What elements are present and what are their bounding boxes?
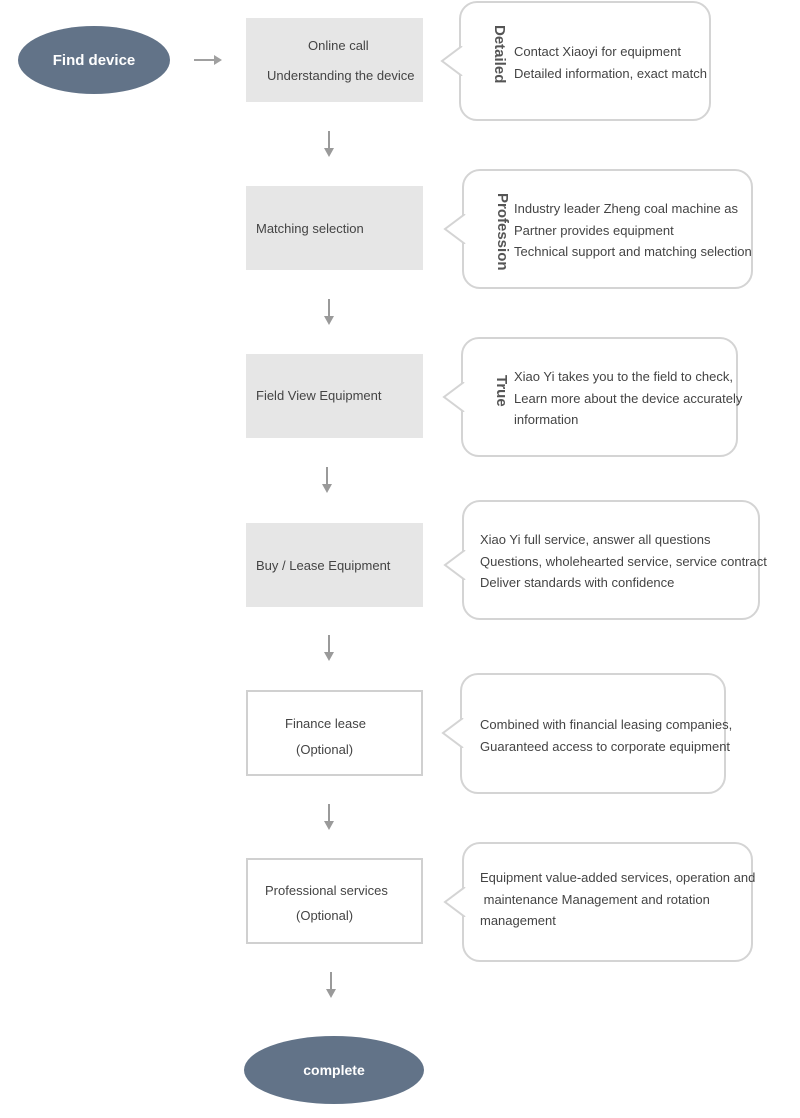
arrow-down-icon — [326, 972, 336, 998]
callout-line: maintenance Management and rotation — [480, 891, 710, 907]
callout-line: Questions, wholehearted service, service… — [480, 553, 767, 569]
callout-detailed: Detailed Contact Xiaoyi for equipment De… — [459, 1, 711, 121]
callout-pointer — [443, 887, 466, 917]
step-line: Understanding the device — [267, 68, 415, 83]
start-node: Find device — [18, 26, 170, 94]
callout-line: Partner provides equipment — [514, 222, 674, 238]
step-buy-lease: Buy / Lease Equipment — [246, 523, 423, 607]
callout-line: management — [480, 913, 556, 928]
end-label: complete — [303, 1062, 365, 1078]
step-finance-lease: Finance lease (Optional) — [246, 690, 423, 776]
step-line: Matching selection — [256, 221, 364, 236]
callout-line: Deliver standards with confidence — [480, 575, 675, 590]
end-node: complete — [244, 1036, 424, 1104]
callout-pointer — [441, 718, 464, 748]
callout-text: Xiao Yi takes you to the field to check,… — [514, 366, 742, 431]
callout-line: Xiao Yi full service, answer all questio… — [480, 532, 711, 547]
callout-text: Combined with financial leasing companie… — [480, 714, 732, 757]
callout-line: Industry leader Zheng coal machine as — [514, 201, 739, 216]
callout-line: Learn more about the device accurately — [514, 390, 743, 406]
callout-text: Contact Xiaoyi for equipment Detailed in… — [514, 41, 707, 84]
callout-pointer — [440, 46, 463, 76]
arrow-down-icon — [324, 635, 334, 661]
step-line: Online call — [308, 38, 369, 53]
arrow-right-icon — [194, 55, 222, 65]
callout-finance: Combined with financial leasing companie… — [460, 673, 732, 794]
arrow-down-icon — [324, 804, 334, 830]
step-line: Buy / Lease Equipment — [256, 558, 391, 573]
arrow-down-icon — [324, 131, 334, 157]
callout-line: Contact Xiaoyi for equipment — [514, 44, 681, 59]
step-professional-services: Professional services (Optional) — [246, 858, 423, 944]
step-line: Professional services — [265, 883, 388, 898]
step-line: Field View Equipment — [256, 388, 382, 403]
callout-line: Technical support and matching selection — [514, 244, 752, 259]
callout-line: Equipment value-added services, operatio… — [480, 870, 756, 885]
callout-line: information — [514, 412, 579, 427]
callout-pointer — [442, 382, 465, 412]
callout-tag: Detailed — [491, 25, 508, 84]
callout-line: Xiao Yi takes you to the field to check, — [514, 369, 733, 384]
step-matching-selection: Matching selection — [246, 186, 423, 270]
arrow-down-icon — [324, 299, 334, 325]
callout-pointer — [443, 550, 466, 580]
callout-line: Detailed information, exact match — [514, 65, 707, 81]
callout-true: True Xiao Yi takes you to the field to c… — [461, 337, 742, 457]
callout-professional: Equipment value-added services, operatio… — [462, 842, 755, 962]
step-line: Finance lease — [285, 716, 366, 731]
step-line: (Optional) — [296, 742, 354, 757]
step-field-view: Field View Equipment — [246, 354, 423, 438]
callout-text: Industry leader Zheng coal machine as Pa… — [514, 198, 752, 263]
callout-service: Xiao Yi full service, answer all questio… — [462, 500, 767, 620]
start-label: Find device — [52, 51, 136, 69]
callout-line: Guaranteed access to corporate equipment — [480, 738, 731, 754]
callout-profession: Profession Industry leader Zheng coal ma… — [462, 169, 753, 289]
step-line: (Optional) — [296, 908, 354, 923]
callout-text: Xiao Yi full service, answer all questio… — [480, 529, 767, 594]
step-online-call: Online call Understanding the device — [246, 18, 423, 102]
callout-tag: True — [493, 375, 510, 407]
callout-line: Combined with financial leasing companie… — [480, 717, 733, 732]
callout-text: Equipment value-added services, operatio… — [480, 867, 755, 932]
callout-tag: Profession — [494, 193, 511, 271]
arrow-down-icon — [322, 467, 332, 493]
callout-pointer — [443, 214, 466, 244]
